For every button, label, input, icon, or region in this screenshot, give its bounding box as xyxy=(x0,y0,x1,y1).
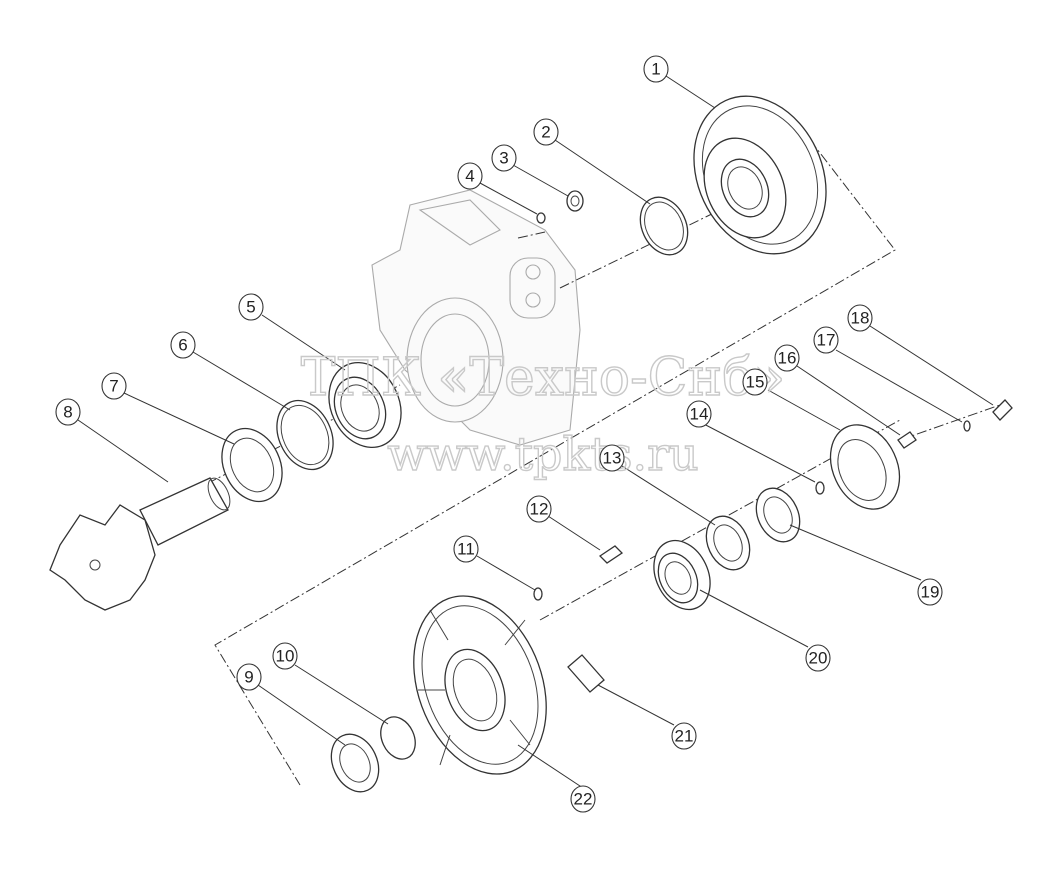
end-cover-15 xyxy=(829,424,901,510)
large-spur-gear xyxy=(693,95,827,255)
callout-11: 11 xyxy=(457,540,475,559)
washer-14 xyxy=(815,481,825,495)
callout-6: 6 xyxy=(178,336,187,355)
callout-21: 21 xyxy=(675,727,694,746)
watermark: ТПК «Техно-Снб» www.tpkts.ru xyxy=(300,347,786,481)
washer-17 xyxy=(963,420,971,432)
callout-18: 18 xyxy=(851,309,870,328)
callout-1: 1 xyxy=(651,60,660,79)
bearing-20 xyxy=(653,539,711,611)
tab-washer-13 xyxy=(705,515,751,571)
callout-15: 15 xyxy=(746,373,765,392)
callout-4: 4 xyxy=(465,167,474,186)
watermark-url: www.tpkts.ru xyxy=(387,427,698,481)
pinion-shaft-8 xyxy=(49,477,231,611)
lock-nut-19 xyxy=(755,487,801,543)
shim-plate-21 xyxy=(567,654,605,693)
bearing-5 xyxy=(328,361,402,449)
callout-2: 2 xyxy=(541,123,550,142)
watermark-company: ТПК «Техно-Снб» xyxy=(301,348,786,408)
fitting-16 xyxy=(897,431,917,449)
snap-ring-6 xyxy=(276,399,334,471)
callout-labels: 1 2 3 4 5 6 7 8 9 10 11 12 13 14 15 16 1… xyxy=(63,60,939,809)
callout-5: 5 xyxy=(246,298,255,317)
callout-14: 14 xyxy=(690,405,709,424)
bolt-12 xyxy=(598,545,624,564)
o-ring-4 xyxy=(536,212,546,224)
callout-12: 12 xyxy=(530,500,549,519)
callout-9: 9 xyxy=(244,668,253,687)
seal-7 xyxy=(221,427,283,503)
callout-22: 22 xyxy=(574,790,593,809)
gearbox-housing xyxy=(371,189,581,446)
flange-carrier-22 xyxy=(413,595,547,775)
callout-10: 10 xyxy=(276,647,295,666)
callout-3: 3 xyxy=(499,149,508,168)
seal-9 xyxy=(330,733,380,793)
callout-17: 17 xyxy=(817,331,836,350)
callout-13: 13 xyxy=(603,449,622,468)
snap-ring-2 xyxy=(639,196,689,256)
callout-7: 7 xyxy=(109,377,118,396)
callout-20: 20 xyxy=(809,649,828,668)
bolt-18 xyxy=(992,399,1013,421)
o-ring-10 xyxy=(380,716,416,760)
callout-bubbles xyxy=(55,55,943,813)
plug-3 xyxy=(566,190,584,212)
callout-8: 8 xyxy=(63,403,72,422)
callout-19: 19 xyxy=(921,583,940,602)
leader-lines xyxy=(77,75,994,789)
callout-16: 16 xyxy=(778,349,797,368)
washer-11 xyxy=(533,587,543,601)
